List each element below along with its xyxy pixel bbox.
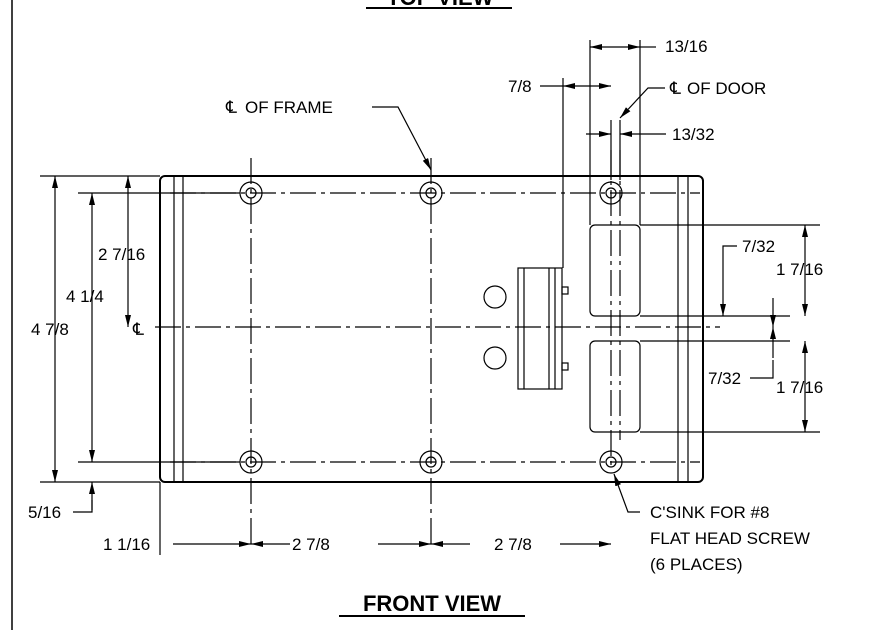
cl-of-frame-label: OF FRAME bbox=[245, 98, 333, 117]
dim-1-7-16-lower: 1 7/16 bbox=[776, 378, 823, 397]
slot-lower bbox=[589, 340, 641, 433]
dim-2-7-16: 2 7/16 bbox=[98, 245, 145, 264]
latch-block bbox=[517, 267, 569, 390]
cl-of-frame-symbol: ℄ bbox=[225, 98, 237, 117]
dim-4-1-4: 4 1/4 bbox=[66, 287, 104, 306]
dim-1-7-16-upper: 1 7/16 bbox=[776, 260, 823, 279]
top-view-heading: TOP VIEW bbox=[387, 0, 494, 10]
screw-hole-6 bbox=[599, 450, 623, 474]
front-view-heading: FRONT VIEW bbox=[363, 591, 501, 616]
dim-7-32-upper: 7/32 bbox=[742, 237, 775, 256]
dim-4-7-8: 4 7/8 bbox=[31, 320, 69, 339]
dim-7-8: 7/8 bbox=[508, 77, 532, 96]
centerlines bbox=[155, 150, 720, 545]
dim-13-16: 13/16 bbox=[665, 37, 708, 56]
dimension-lines bbox=[40, 40, 820, 555]
dim-13-32: 13/32 bbox=[672, 125, 715, 144]
round-hole-upper bbox=[483, 285, 507, 309]
screw-hole-2 bbox=[419, 181, 443, 205]
screw-note-line-2: FLAT HEAD SCREW bbox=[650, 529, 810, 548]
slot-upper bbox=[589, 224, 641, 317]
dim-2-7-8-right: 2 7/8 bbox=[494, 535, 532, 554]
dim-5-16: 5/16 bbox=[28, 503, 61, 522]
annotations: 13/16 7/8 ℄ OF DOOR ℄ OF FRAME 13/32 2 7… bbox=[28, 37, 823, 574]
dim-2-7-8-left: 2 7/8 bbox=[292, 535, 330, 554]
screw-hole-3 bbox=[599, 181, 623, 205]
centerline-symbol-left: ℄ bbox=[132, 320, 144, 339]
screw-note-line-3: (6 PLACES) bbox=[650, 555, 743, 574]
round-hole-lower bbox=[483, 346, 507, 370]
dim-7-32-lower: 7/32 bbox=[708, 369, 741, 388]
screw-hole-5 bbox=[419, 450, 443, 474]
cl-of-door-label: OF DOOR bbox=[687, 79, 766, 98]
dim-1-1-16: 1 1/16 bbox=[103, 535, 150, 554]
screw-note-line-1: C'SINK FOR #8 bbox=[650, 503, 769, 522]
cl-of-door-symbol: ℄ bbox=[669, 79, 681, 98]
